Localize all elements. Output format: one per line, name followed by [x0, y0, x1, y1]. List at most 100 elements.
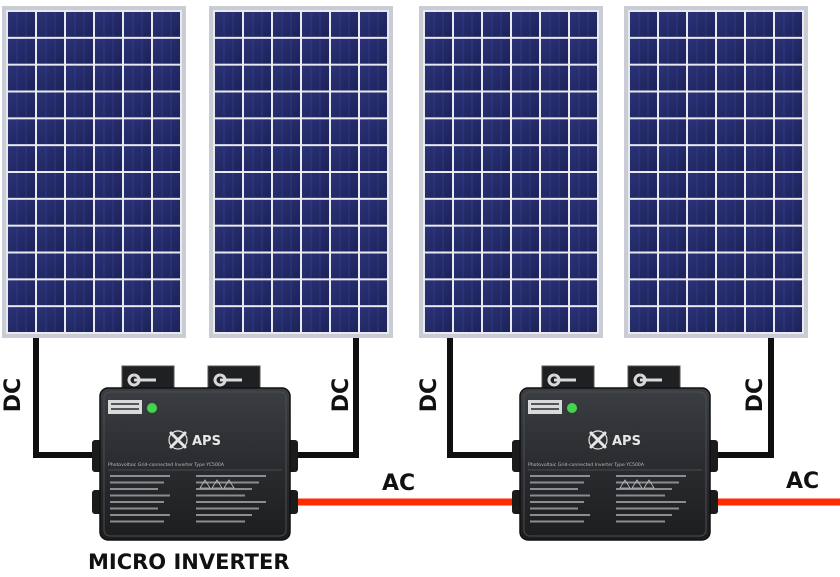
bracket-slot	[127, 373, 156, 387]
barcode-line	[531, 403, 559, 405]
spec-fine-print	[616, 514, 672, 516]
warning-icon	[619, 479, 631, 489]
solar-cell	[215, 119, 242, 145]
solar-cell	[483, 65, 510, 91]
solar-cell	[688, 199, 715, 225]
solar-cell	[483, 173, 510, 198]
solar-cell	[244, 38, 271, 64]
solar-cell	[541, 12, 568, 37]
solar-cell	[454, 173, 481, 198]
solar-panel-3	[419, 6, 603, 338]
solar-cell	[425, 38, 452, 64]
solar-cell	[95, 38, 122, 64]
solar-cell	[8, 146, 35, 171]
solar-cell	[512, 280, 539, 306]
solar-cell	[124, 280, 151, 306]
solar-cell	[360, 253, 387, 279]
solar-cell	[746, 199, 773, 225]
solar-cell	[630, 253, 657, 279]
solar-cell	[512, 253, 539, 279]
solar-cell	[541, 146, 568, 171]
solar-cell	[541, 307, 568, 332]
solar-cell	[570, 146, 597, 171]
solar-cell	[302, 280, 329, 306]
solar-cell	[659, 173, 686, 198]
solar-cell	[215, 12, 242, 37]
solar-panels	[2, 6, 808, 338]
solar-cell	[483, 307, 510, 332]
solar-cell	[360, 38, 387, 64]
solar-cell	[483, 119, 510, 145]
solar-cell	[37, 280, 64, 306]
solar-cell	[8, 173, 35, 198]
solar-cell	[659, 65, 686, 91]
solar-cell	[331, 92, 358, 118]
solar-cell	[570, 307, 597, 332]
solar-cell	[775, 173, 802, 198]
solar-cell	[454, 38, 481, 64]
solar-cell	[630, 307, 657, 332]
solar-cell	[717, 307, 744, 332]
solar-cell	[630, 38, 657, 64]
solar-cell	[37, 119, 64, 145]
solar-cell	[659, 199, 686, 225]
dc-label-2: DC	[329, 378, 354, 412]
solar-cell	[153, 253, 180, 279]
solar-cell	[302, 119, 329, 145]
solar-cell	[360, 226, 387, 252]
spec-fine-print	[110, 501, 164, 503]
model-line-text: Photovoltaic Grid-connected Inverter Typ…	[108, 462, 225, 468]
solar-cell	[688, 65, 715, 91]
solar-cell	[512, 199, 539, 225]
solar-cell	[153, 119, 180, 145]
solar-cell	[775, 12, 802, 37]
solar-cell	[775, 65, 802, 91]
solar-cell	[630, 65, 657, 91]
solar-cell	[302, 12, 329, 37]
solar-cell	[659, 307, 686, 332]
solar-cell	[688, 12, 715, 37]
solar-cell	[66, 307, 93, 332]
solar-cell	[541, 280, 568, 306]
solar-cell	[541, 119, 568, 145]
solar-cell	[8, 307, 35, 332]
solar-cell	[331, 173, 358, 198]
solar-cell	[215, 253, 242, 279]
solar-cell	[659, 146, 686, 171]
solar-cell	[95, 92, 122, 118]
solar-cell	[153, 307, 180, 332]
spec-fine-print	[530, 514, 590, 516]
solar-cell	[483, 199, 510, 225]
dc-wire-panel-4	[712, 338, 774, 458]
solar-cell	[153, 12, 180, 37]
warning-icon	[631, 479, 643, 489]
solar-cell	[483, 253, 510, 279]
solar-cell	[124, 199, 151, 225]
panel-backsheet	[628, 10, 804, 334]
panel-backsheet	[423, 10, 599, 334]
solar-cell	[541, 253, 568, 279]
solar-cell	[244, 173, 271, 198]
solar-cell	[425, 199, 452, 225]
bracket-slot	[213, 373, 242, 387]
solar-cell	[570, 65, 597, 91]
panel-backsheet	[213, 10, 389, 334]
solar-cell	[66, 65, 93, 91]
solar-cell	[8, 38, 35, 64]
solar-cell	[512, 119, 539, 145]
solar-cell	[124, 65, 151, 91]
solar-cell	[66, 38, 93, 64]
solar-cell	[302, 146, 329, 171]
solar-cell	[244, 65, 271, 91]
spec-fine-print	[196, 494, 245, 497]
solar-cell	[717, 119, 744, 145]
solar-cell	[360, 12, 387, 37]
warning-icon	[223, 479, 235, 489]
solar-cell	[302, 38, 329, 64]
solar-cell	[273, 65, 300, 91]
solar-cell	[95, 119, 122, 145]
solar-cell	[360, 65, 387, 91]
solar-cell	[215, 307, 242, 332]
solar-cell	[570, 199, 597, 225]
solar-cell	[153, 65, 180, 91]
